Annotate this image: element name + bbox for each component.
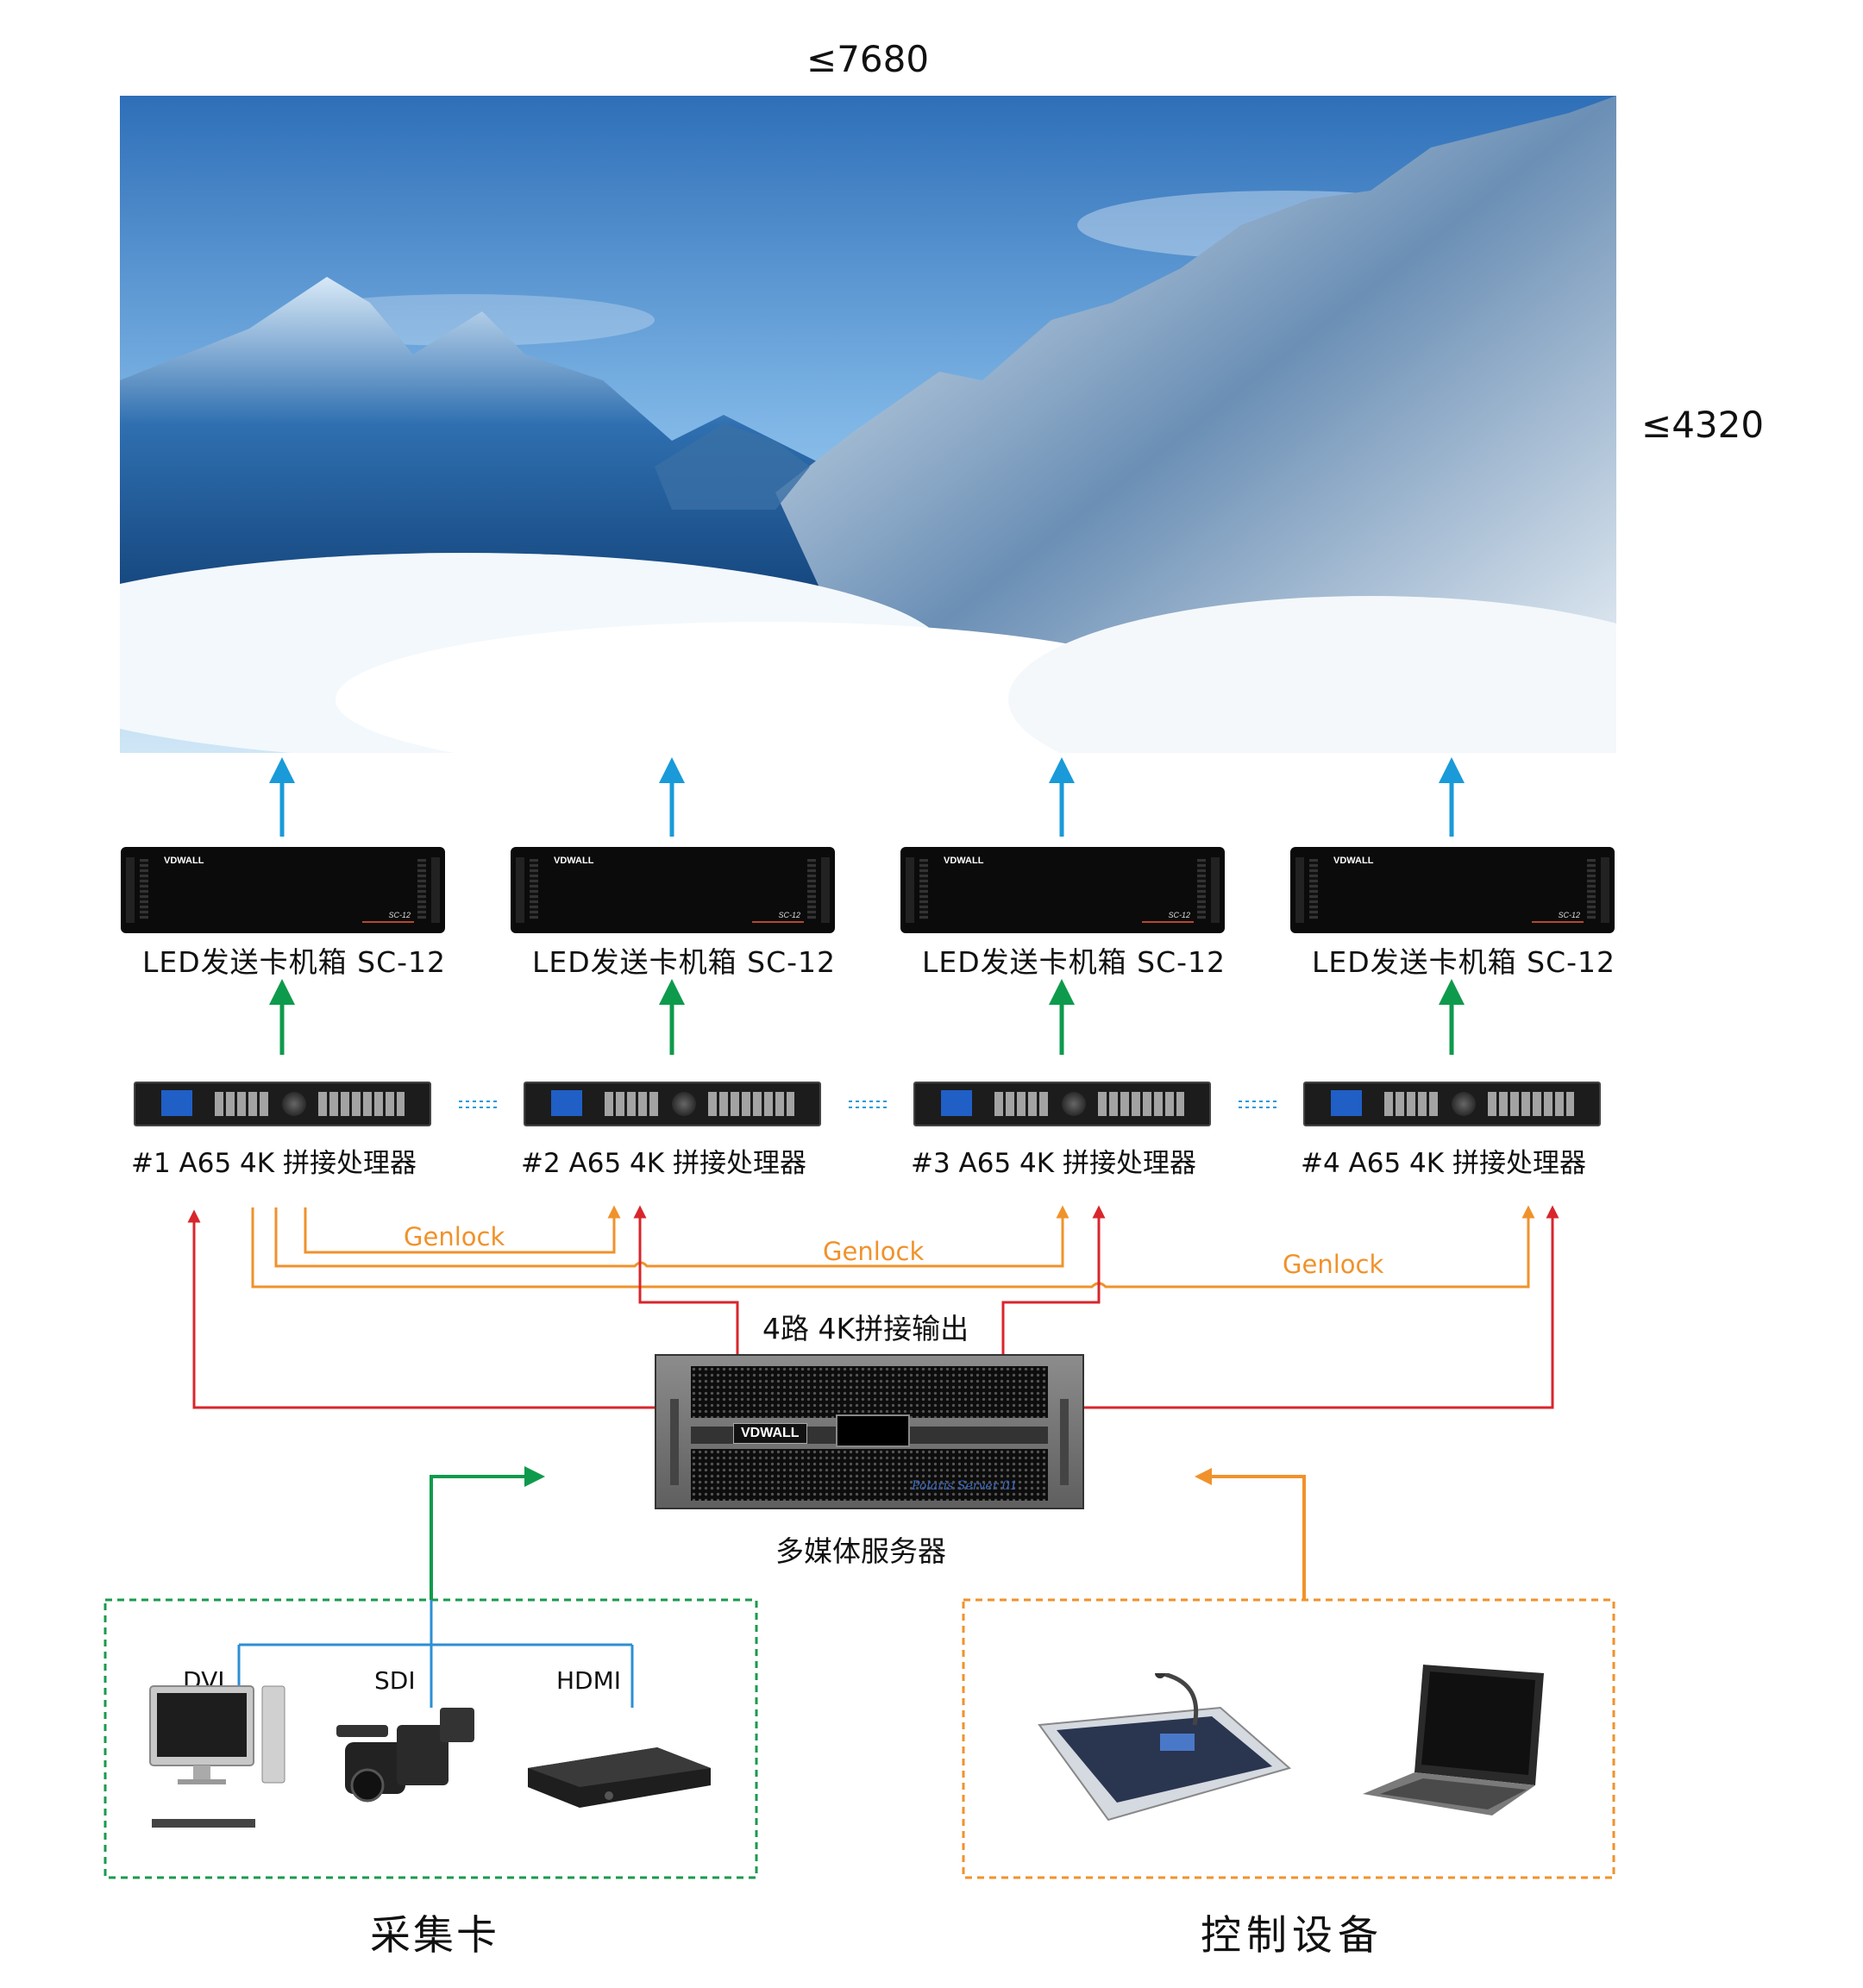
laptop-icon bbox=[1363, 1665, 1544, 1816]
sending-box-label-4: LED发送卡机箱 SC-12 bbox=[1312, 945, 1616, 979]
server-brand: VDWALL bbox=[733, 1423, 807, 1444]
sending-box-model: SC-12 bbox=[1168, 911, 1190, 919]
processor-label-3: #3 A65 4K 拼接处理器 bbox=[911, 1148, 1196, 1179]
genlock-label-3: Genlock bbox=[1283, 1250, 1384, 1279]
sending-box-label-2: LED发送卡机箱 SC-12 bbox=[532, 945, 837, 979]
input-hdmi-label: HDMI bbox=[556, 1666, 622, 1695]
video-camera-icon bbox=[336, 1708, 474, 1803]
input-sdi-label: SDI bbox=[374, 1666, 416, 1695]
sending-box-label-1: LED发送卡机箱 SC-12 bbox=[142, 945, 447, 979]
sending-box-brand: VDWALL bbox=[944, 856, 984, 866]
processor-label-2: #2 A65 4K 拼接处理器 bbox=[521, 1148, 806, 1179]
sending-box-2: VDWALL SC-12 bbox=[511, 847, 835, 933]
hdmi-player-icon bbox=[528, 1747, 711, 1808]
sending-box-model: SC-12 bbox=[778, 911, 800, 919]
processor-2 bbox=[524, 1082, 821, 1126]
computer-monitor-icon bbox=[149, 1685, 285, 1828]
sending-box-label-3: LED发送卡机箱 SC-12 bbox=[922, 945, 1226, 979]
server-signature: Polaris Server 01 bbox=[912, 1479, 1018, 1493]
processor-4 bbox=[1303, 1082, 1601, 1126]
sending-box-4: VDWALL SC-12 bbox=[1290, 847, 1615, 933]
screen-width-label: ≤7680 bbox=[806, 38, 930, 80]
capture-title: 采集卡 bbox=[370, 1912, 499, 1960]
screen-height-label: ≤4320 bbox=[1641, 404, 1765, 446]
server-label: 多媒体服务器 bbox=[775, 1534, 946, 1568]
sending-box-1: VDWALL SC-12 bbox=[121, 847, 445, 933]
sending-box-brand: VDWALL bbox=[1333, 856, 1374, 866]
processor-label-4: #4 A65 4K 拼接处理器 bbox=[1301, 1148, 1586, 1179]
processor-label-1: #1 A65 4K 拼接处理器 bbox=[131, 1148, 417, 1179]
media-server: VDWALL Polaris Server 01 bbox=[655, 1354, 1084, 1509]
led-screen-image bbox=[120, 96, 1616, 753]
genlock-label-1: Genlock bbox=[404, 1222, 505, 1251]
processor-3 bbox=[913, 1082, 1211, 1126]
sending-box-model: SC-12 bbox=[1558, 911, 1580, 919]
sending-box-3: VDWALL SC-12 bbox=[900, 847, 1225, 933]
output-label: 4路 4K拼接输出 bbox=[762, 1312, 969, 1345]
control-title: 控制设备 bbox=[1201, 1912, 1383, 1960]
sending-box-brand: VDWALL bbox=[164, 856, 204, 866]
capture-box-border bbox=[104, 1598, 758, 1879]
genlock-label-2: Genlock bbox=[823, 1237, 925, 1266]
control-box-border bbox=[962, 1598, 1615, 1879]
sending-box-brand: VDWALL bbox=[554, 856, 594, 866]
lighting-console-icon bbox=[1038, 1673, 1292, 1822]
sending-box-model: SC-12 bbox=[388, 911, 411, 919]
processor-1 bbox=[134, 1082, 431, 1126]
